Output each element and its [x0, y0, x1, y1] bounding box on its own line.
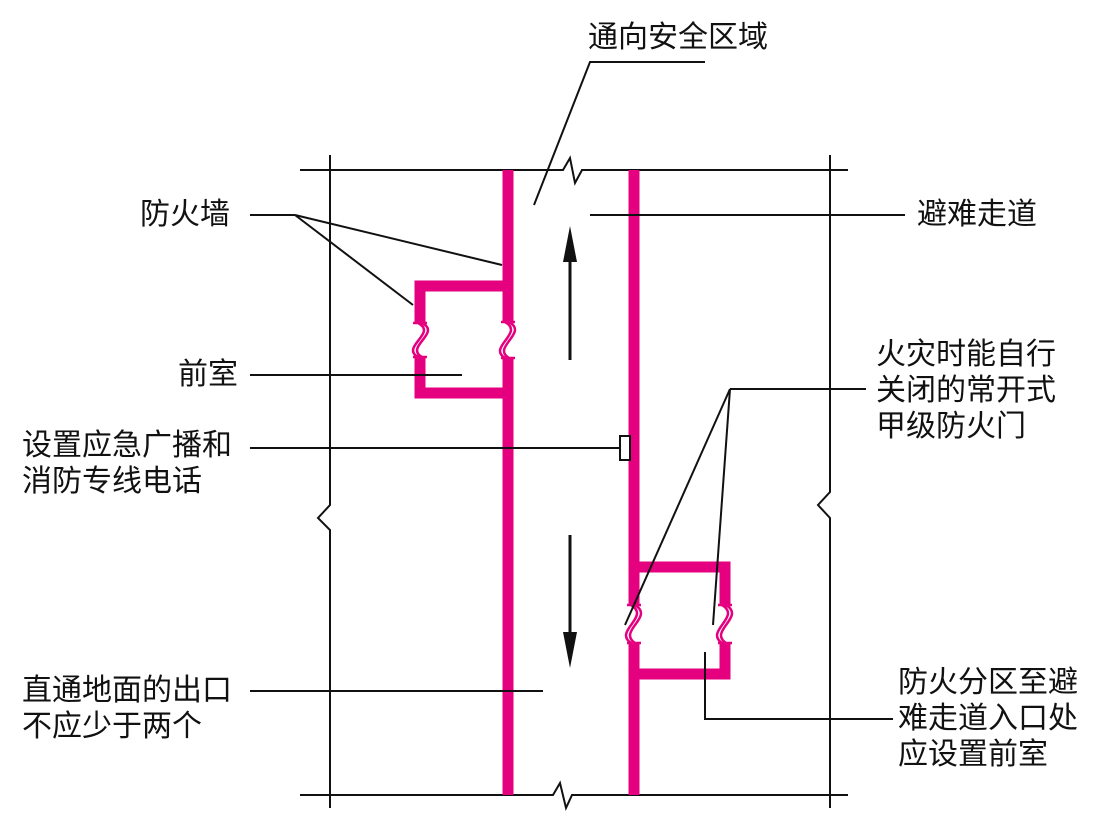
label-firewall: 防火墙	[140, 197, 230, 232]
left-anteroom-wall	[414, 280, 508, 323]
label-zone-anteroom-line-1: 防火分区至避	[898, 665, 1078, 700]
label-firedoor: 火灾时能自行 关闭的常开式 甲级防火门	[876, 337, 1056, 445]
leader-firedoor-1	[624, 388, 731, 626]
label-exit-line-2: 不应少于两个	[22, 709, 202, 744]
label-broadcast-line-2: 消防专线电话	[22, 464, 202, 499]
door-right-outer	[715, 603, 734, 645]
leader-firedoor-2	[712, 388, 731, 626]
label-firedoor-line-2: 关闭的常开式	[876, 373, 1056, 408]
door-left-inner	[498, 320, 517, 360]
door-left-outer	[411, 321, 430, 359]
label-exit-line-1: 直通地面的出口	[22, 673, 232, 708]
bottom-boundary	[300, 780, 848, 812]
broadcast-phone-box	[619, 435, 631, 461]
arrow-down-head	[563, 632, 577, 668]
leader-firewall-1	[294, 214, 503, 266]
right-anteroom-wall-lower	[634, 643, 731, 680]
label-zone-anteroom-line-3: 应设置前室	[898, 737, 1048, 772]
door-right-inner	[624, 603, 643, 645]
label-zone-anteroom: 防火分区至避 难走道入口处 应设置前室	[898, 665, 1078, 773]
right-anteroom-wall	[634, 561, 731, 605]
label-top: 通向安全区域	[588, 20, 768, 55]
leader-zone-anteroom	[704, 652, 893, 720]
fire-doors	[411, 320, 734, 645]
leader-top	[533, 61, 705, 206]
label-zone-anteroom-line-2: 难走道入口处	[898, 701, 1078, 736]
fire-walls	[414, 170, 731, 795]
direction-arrows	[563, 226, 577, 668]
label-firedoor-line-1: 火灾时能自行	[876, 337, 1056, 372]
label-firedoor-line-3: 甲级防火门	[876, 409, 1026, 444]
label-exit: 直通地面的出口 不应少于两个	[22, 673, 232, 745]
leader-lines	[250, 61, 905, 720]
label-corridor: 避难走道	[917, 197, 1037, 232]
label-anteroom: 前室	[178, 357, 238, 392]
top-boundary	[300, 155, 848, 186]
left-boundary	[316, 155, 331, 808]
right-boundary	[816, 155, 831, 808]
left-anteroom-wall-lower	[414, 357, 508, 399]
arrow-up-head	[563, 226, 577, 262]
label-broadcast: 设置应急广播和 消防专线电话	[22, 428, 232, 500]
leader-firewall-2	[294, 214, 414, 306]
label-broadcast-line-1: 设置应急广播和	[22, 428, 232, 463]
